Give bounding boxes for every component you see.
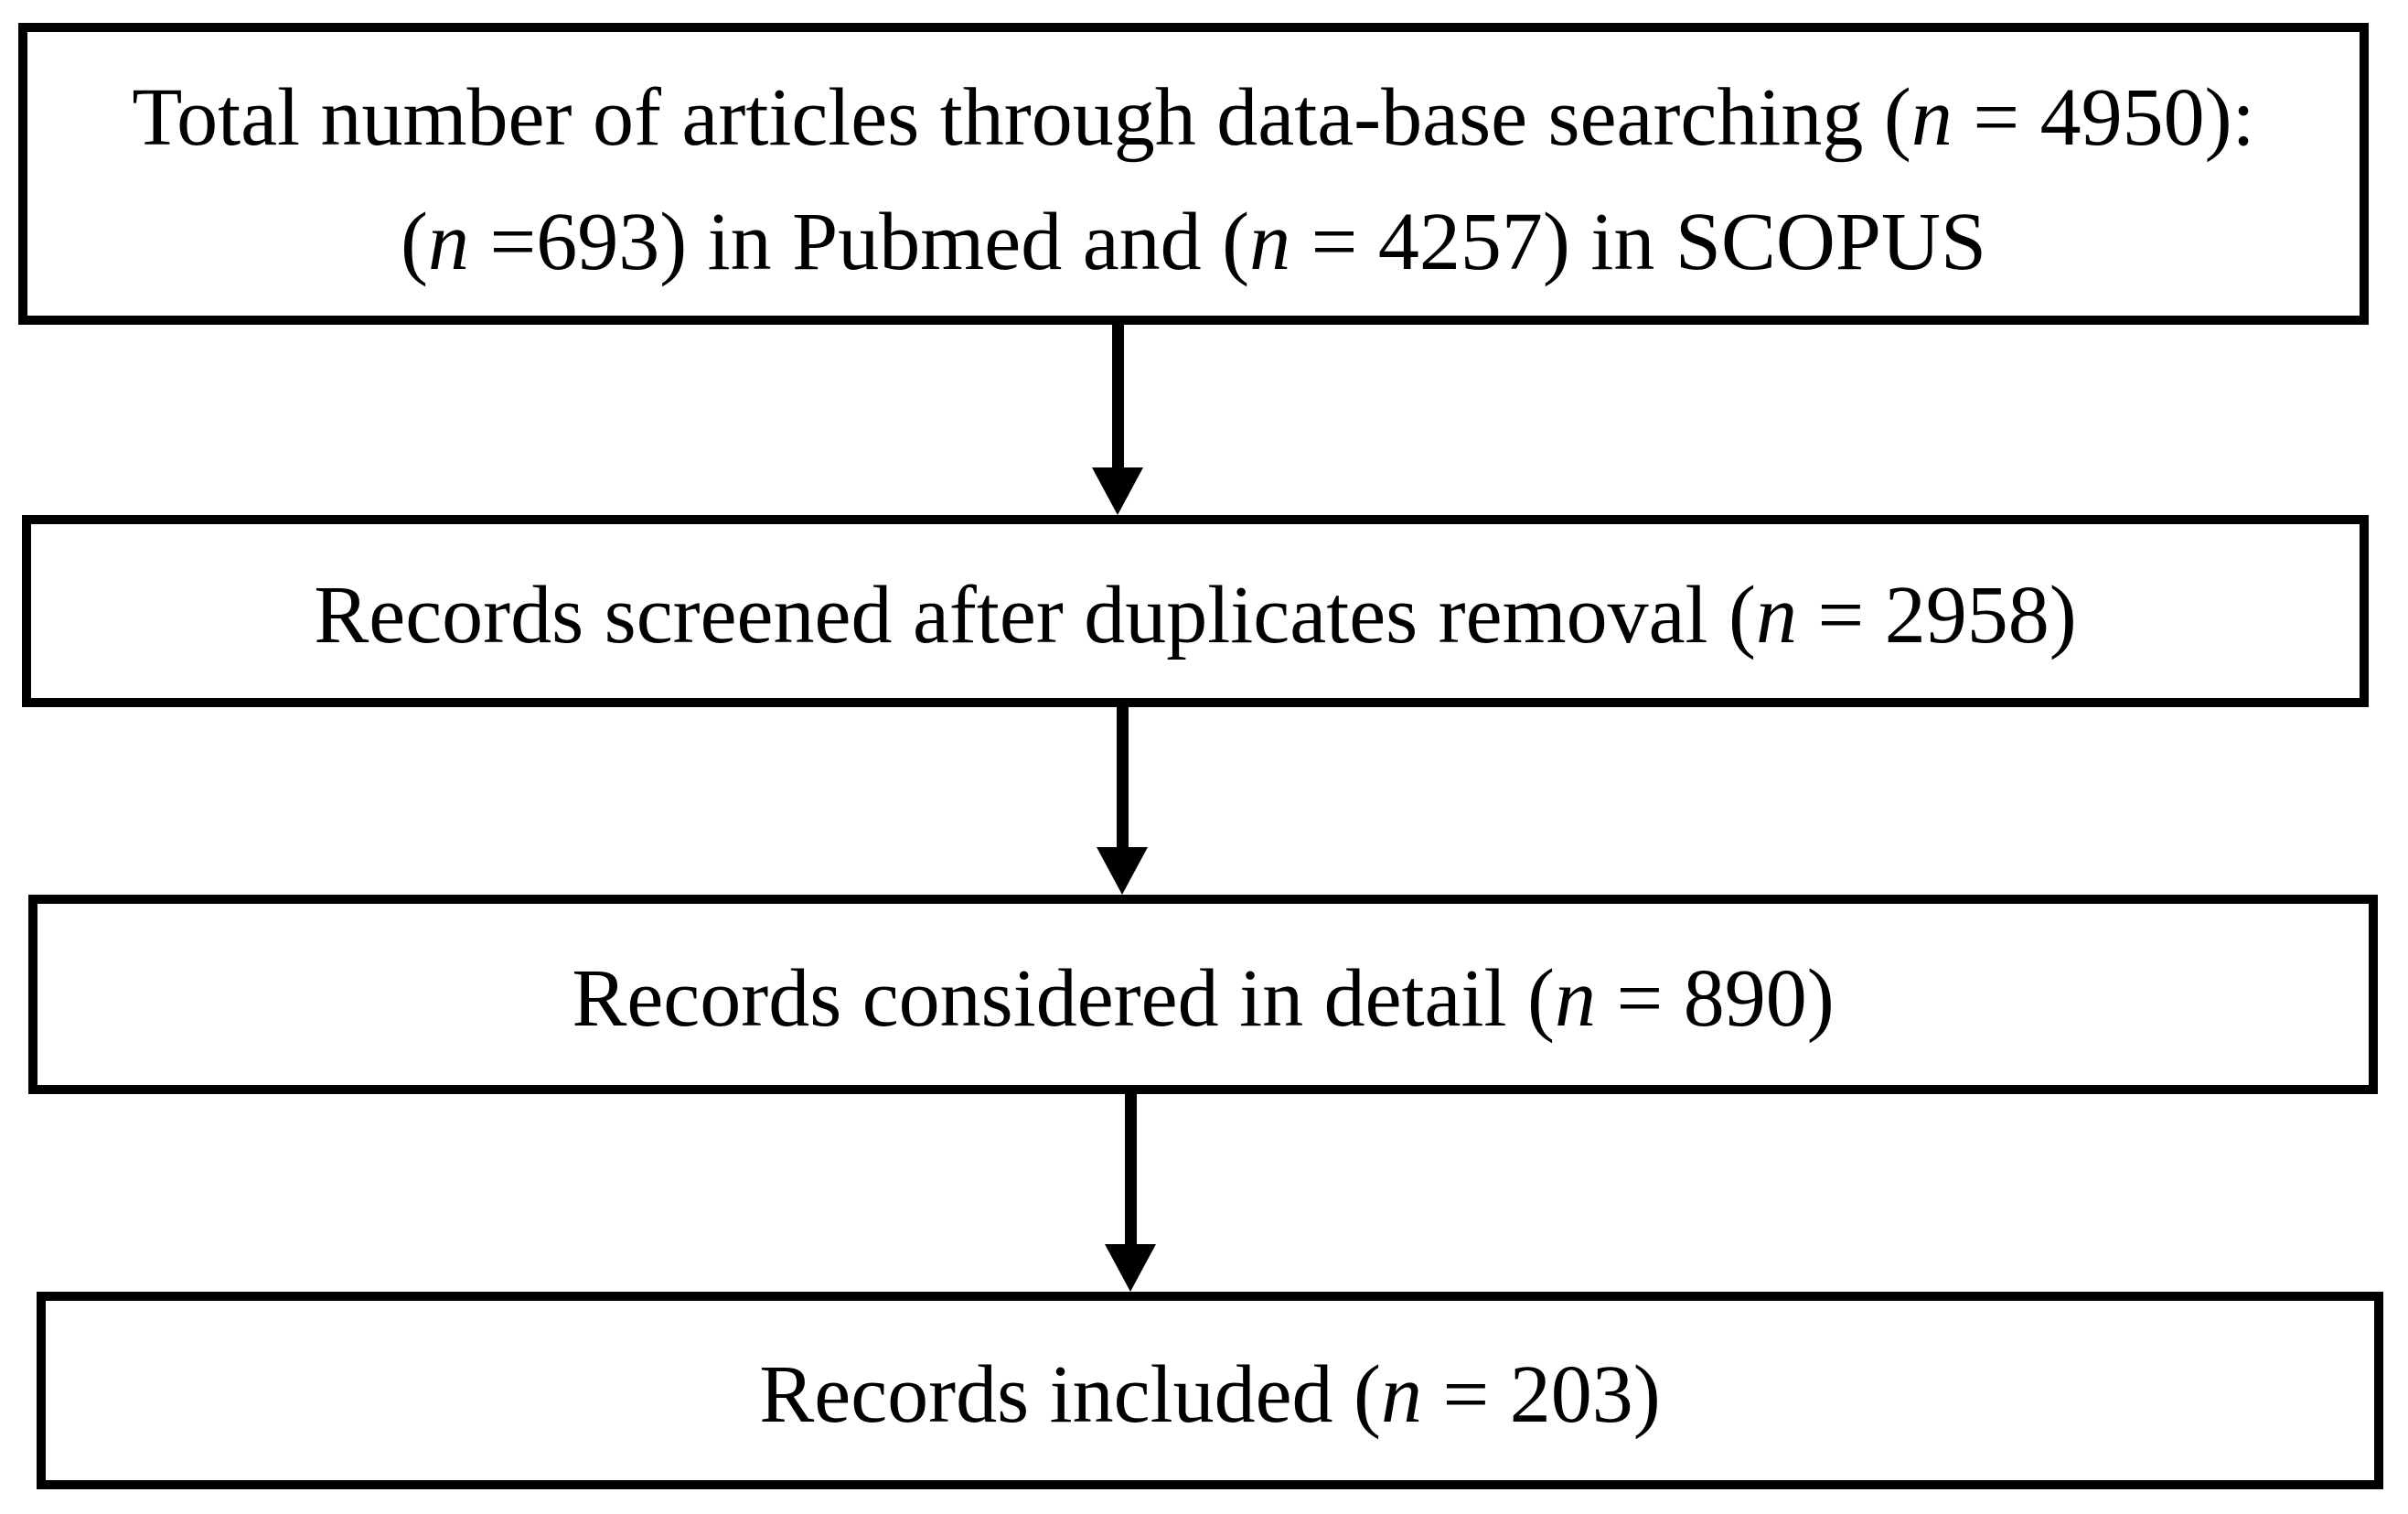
arrow-stem: [1124, 1092, 1137, 1244]
flow-box-records-included: Records included (n = 203): [37, 1292, 2383, 1489]
n-variable: n: [1249, 197, 1291, 287]
box-text-line: Records included (n = 203): [759, 1347, 1661, 1444]
down-arrow-icon: [1097, 705, 1148, 895]
n-variable: n: [1381, 1348, 1423, 1440]
arrow-stem: [1111, 323, 1124, 467]
down-arrow-icon: [1092, 323, 1143, 515]
box-text-line: (n =693) in Pubmed and (n = 4257) in SCO…: [401, 194, 1986, 291]
text-segment: Records considered in detail (: [572, 952, 1555, 1044]
text-segment: = 203): [1422, 1348, 1661, 1440]
arrow-head: [1097, 847, 1148, 895]
arrow-stem: [1116, 705, 1129, 847]
n-variable: n: [1910, 71, 1953, 163]
arrow-head: [1092, 467, 1143, 515]
text-segment: = 2958): [1797, 569, 2077, 660]
arrow-head: [1105, 1244, 1156, 1292]
text-segment: =693) in Pubmed and (: [468, 197, 1250, 287]
text-segment: Records included (: [759, 1348, 1382, 1440]
flow-box-database-searching: Total number of articles through data-ba…: [18, 23, 2369, 325]
n-variable: n: [1554, 952, 1596, 1044]
flow-box-records-screened: Records screened after duplicates remova…: [22, 515, 2369, 707]
text-segment: Records screened after duplicates remova…: [314, 569, 1757, 660]
down-arrow-icon: [1105, 1092, 1156, 1292]
text-segment: = 4257) in SCOPUS: [1290, 197, 1987, 287]
n-variable: n: [1756, 569, 1798, 660]
text-segment: = 890): [1595, 952, 1835, 1044]
box-text-line: Total number of articles through data-ba…: [132, 70, 2254, 166]
box-text-line: Records considered in detail (n = 890): [572, 950, 1834, 1047]
flow-box-records-considered: Records considered in detail (n = 890): [28, 895, 2378, 1094]
text-segment: = 4950):: [1952, 71, 2255, 163]
text-segment: Total number of articles through data-ba…: [132, 71, 1911, 163]
n-variable: n: [427, 197, 469, 287]
text-segment: (: [400, 197, 428, 287]
box-text-line: Records screened after duplicates remova…: [314, 567, 2077, 664]
